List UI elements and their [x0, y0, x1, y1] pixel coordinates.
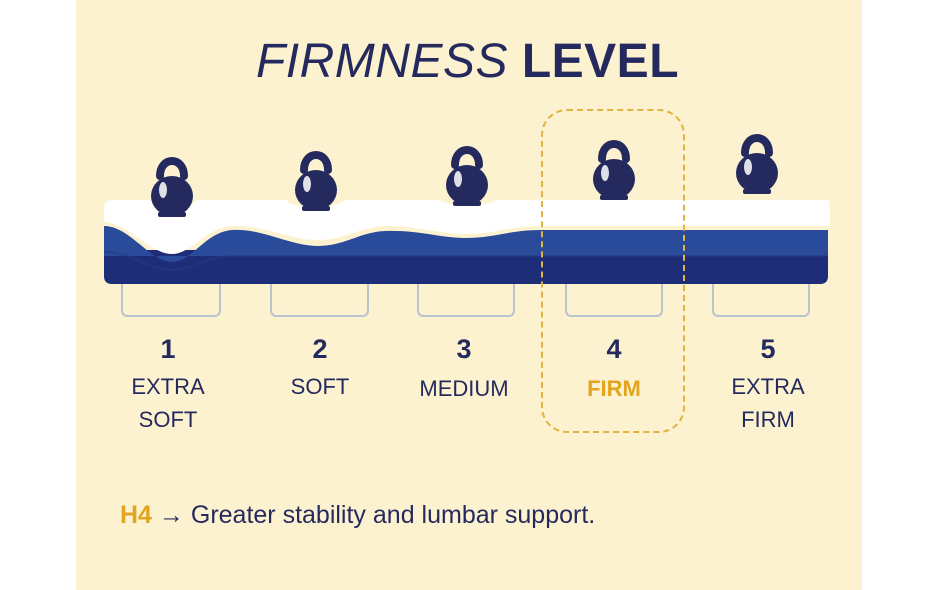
kettlebell-icon [446, 150, 488, 206]
page-title: FIRMNESS LEVEL [0, 34, 935, 89]
level-3-label: MEDIUM [389, 372, 539, 405]
support-note: H4 → Greater stability and lumbar suppor… [120, 501, 595, 530]
level-1-number: 1 [160, 334, 176, 364]
level-1-label: EXTRA SOFT [93, 370, 243, 436]
title-light: FIRMNESS [255, 35, 508, 88]
level-3-number: 3 [456, 334, 472, 364]
note-code: H4 [120, 501, 152, 529]
note-arrow: → [158, 501, 184, 529]
level-5-label-line2: FIRM [741, 407, 795, 432]
mattress-base-icon [121, 284, 810, 317]
level-5-label: EXTRA FIRM [693, 370, 843, 436]
highlight-frame-level-4 [541, 109, 685, 433]
level-4-number: 4 [606, 334, 622, 364]
kettlebell-icon [295, 155, 337, 211]
mattress [103, 200, 830, 284]
level-3-label-line1: MEDIUM [419, 376, 509, 401]
level-4-label: FIRM [539, 372, 689, 405]
level-5-number: 5 [760, 334, 776, 364]
level-1-label-line1: EXTRA [131, 374, 205, 399]
level-2-label-line1: SOFT [290, 374, 350, 399]
level-2-number: 2 [312, 334, 328, 364]
level-4-label-line1: FIRM [587, 376, 641, 401]
kettlebell-icon [736, 138, 778, 194]
infographic-panel [76, 0, 862, 590]
level-1-label-line2: SOFT [138, 407, 198, 432]
level-5-label-line1: EXTRA [731, 374, 805, 399]
note-text: Greater stability and lumbar support. [190, 501, 596, 529]
level-2-label: SOFT [245, 370, 395, 403]
kettlebell-icon [151, 161, 193, 217]
title-bold: LEVEL [521, 35, 680, 88]
